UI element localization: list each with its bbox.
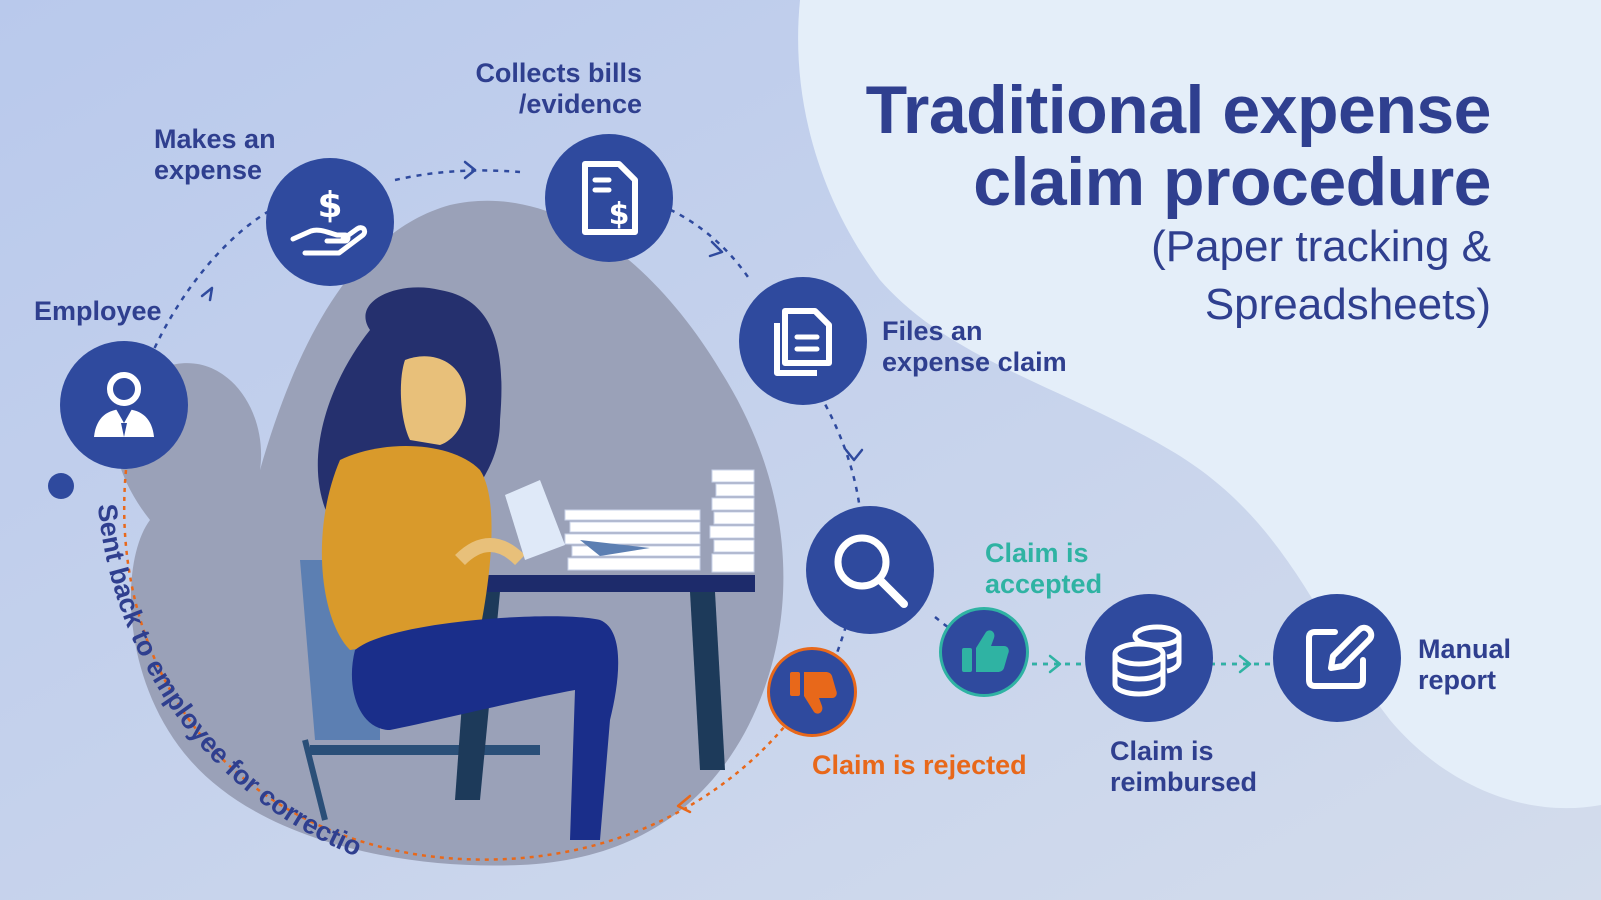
employee-label: Employee bbox=[34, 296, 162, 326]
subtitle-line-1: (Paper tracking & bbox=[1151, 222, 1491, 271]
thumbs-up-icon bbox=[962, 630, 1009, 672]
paper-stacks bbox=[564, 469, 755, 573]
rejected-node bbox=[770, 650, 854, 734]
magnifier-icon bbox=[834, 534, 908, 608]
documents-icon bbox=[774, 308, 832, 376]
svg-text:$: $ bbox=[317, 185, 342, 226]
thumbs-down-icon bbox=[790, 672, 837, 714]
report-label: Manual report bbox=[1418, 634, 1512, 695]
page-title: Traditional expense claim procedure (Pap… bbox=[865, 72, 1492, 334]
rejected-label: Claim is rejected bbox=[812, 750, 1027, 780]
receipt-dollar-icon: $ bbox=[582, 161, 638, 235]
files-label: Files an expense claim bbox=[882, 316, 1067, 377]
employee-icon bbox=[94, 372, 154, 437]
employee-node bbox=[60, 341, 188, 469]
bills-node: $ bbox=[545, 134, 673, 262]
review-node bbox=[806, 506, 934, 634]
hand-dollar-icon: $ bbox=[290, 185, 368, 256]
dashed-flow-path bbox=[148, 169, 1275, 669]
subtitle-line-2: Spreadsheets) bbox=[1204, 280, 1491, 329]
accepted-label: Claim is accepted bbox=[985, 538, 1103, 599]
svg-text:$: $ bbox=[609, 197, 630, 232]
woman-illustration bbox=[300, 287, 755, 840]
edit-report-icon bbox=[1306, 624, 1375, 689]
reimbursed-label: Claim is reimbursed bbox=[1110, 736, 1258, 797]
title-line-2: claim procedure bbox=[973, 144, 1491, 220]
files-node bbox=[739, 277, 867, 405]
title-line-1: Traditional expense bbox=[865, 72, 1492, 148]
expense-label: Makes an expense bbox=[154, 124, 276, 185]
coins-icon bbox=[1112, 624, 1182, 697]
light-blob bbox=[798, 0, 1601, 809]
report-node bbox=[1273, 594, 1401, 722]
bills-label: Collects bills /evidence bbox=[475, 58, 642, 119]
arrowheads bbox=[200, 160, 1252, 814]
accepted-node bbox=[942, 610, 1026, 694]
expense-node: $ bbox=[266, 158, 394, 286]
start-dot bbox=[48, 473, 74, 499]
reimbursed-node bbox=[1085, 594, 1213, 722]
